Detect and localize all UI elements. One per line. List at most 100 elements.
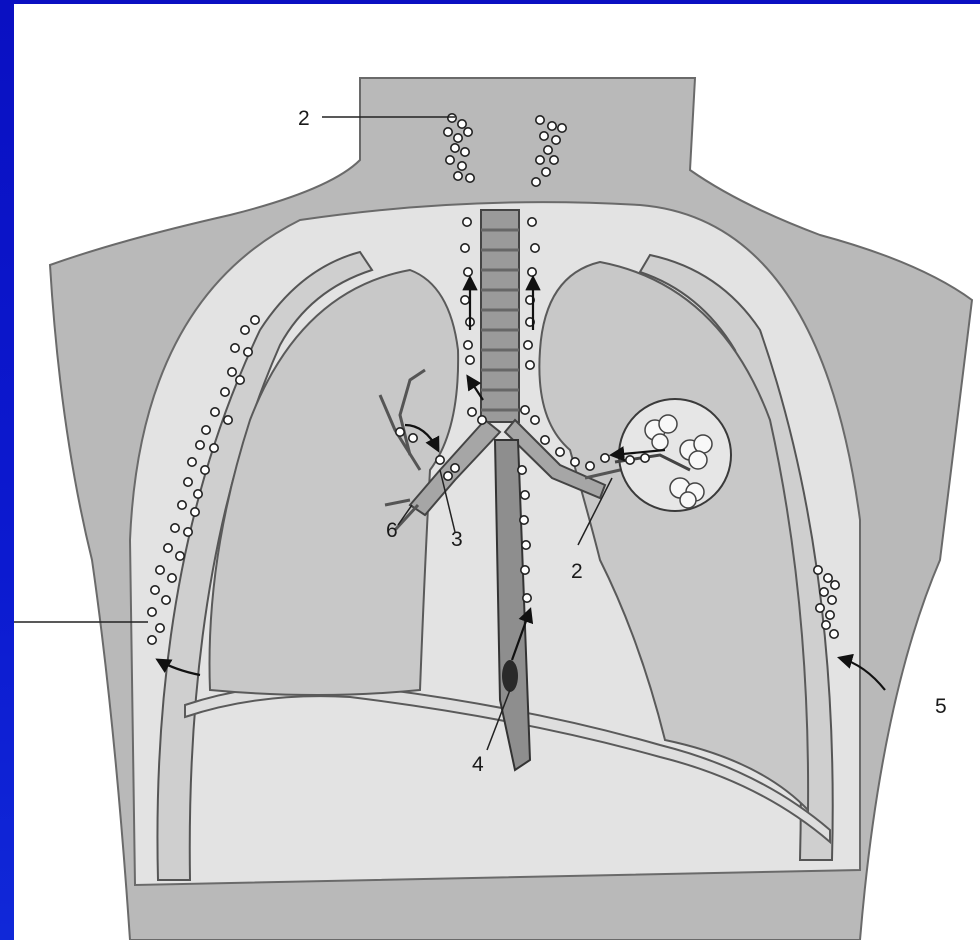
lymph-node bbox=[210, 444, 218, 452]
lymph-node bbox=[191, 508, 199, 516]
label-5: 5 bbox=[935, 695, 947, 718]
lymph-node bbox=[464, 341, 472, 349]
lymph-node bbox=[196, 441, 204, 449]
lymph-node bbox=[409, 434, 417, 442]
lymph-node bbox=[458, 120, 466, 128]
lymph-node bbox=[466, 356, 474, 364]
lymph-node bbox=[541, 436, 549, 444]
lymph-node bbox=[464, 128, 472, 136]
lymph-node bbox=[148, 636, 156, 644]
lymph-node bbox=[830, 630, 838, 638]
lymph-node bbox=[231, 344, 239, 352]
lymph-node bbox=[518, 466, 526, 474]
lymph-node bbox=[536, 156, 544, 164]
thorax-lymphatic-diagram: 2 3 6 2 4 5 bbox=[14, 4, 980, 940]
lymph-node bbox=[571, 458, 579, 466]
lymph-node bbox=[228, 368, 236, 376]
lymph-node bbox=[822, 621, 830, 629]
lymph-node bbox=[201, 466, 209, 474]
lymph-node bbox=[156, 624, 164, 632]
lymph-node bbox=[162, 596, 170, 604]
lymph-node bbox=[526, 361, 534, 369]
lymph-node bbox=[221, 388, 229, 396]
lymph-node bbox=[544, 146, 552, 154]
lymph-node bbox=[463, 218, 471, 226]
lymph-node bbox=[548, 122, 556, 130]
lymph-node bbox=[814, 566, 822, 574]
lymph-node bbox=[478, 416, 486, 424]
lymph-node bbox=[626, 456, 634, 464]
lymph-node bbox=[454, 172, 462, 180]
lymph-node bbox=[531, 416, 539, 424]
lymph-node bbox=[454, 134, 462, 142]
lymph-node bbox=[466, 174, 474, 182]
lymph-node bbox=[824, 574, 832, 582]
lymph-node bbox=[184, 528, 192, 536]
lymph-node bbox=[820, 588, 828, 596]
lymph-node bbox=[211, 408, 219, 416]
lymph-node bbox=[451, 464, 459, 472]
lymph-node bbox=[241, 326, 249, 334]
label-2-neck: 2 bbox=[298, 107, 310, 130]
lymph-node bbox=[436, 456, 444, 464]
lymph-node bbox=[461, 148, 469, 156]
lymph-node bbox=[244, 348, 252, 356]
lymph-node bbox=[552, 136, 560, 144]
lymph-node bbox=[528, 218, 536, 226]
label-4: 4 bbox=[472, 753, 484, 776]
lymph-node bbox=[531, 244, 539, 252]
lymph-node bbox=[586, 462, 594, 470]
lymph-node bbox=[550, 156, 558, 164]
lymph-node bbox=[164, 544, 172, 552]
lymph-node bbox=[176, 552, 184, 560]
lymph-node bbox=[171, 524, 179, 532]
lymph-node bbox=[444, 128, 452, 136]
lymph-node bbox=[224, 416, 232, 424]
label-3: 3 bbox=[451, 528, 463, 551]
lymph-node bbox=[464, 268, 472, 276]
lymph-node bbox=[522, 541, 530, 549]
lymph-node bbox=[532, 178, 540, 186]
lymph-node bbox=[536, 116, 544, 124]
lymph-node bbox=[461, 244, 469, 252]
lymph-node bbox=[826, 611, 834, 619]
lymph-node bbox=[444, 472, 452, 480]
figure-frame: 2 3 6 2 4 5 bbox=[14, 4, 980, 940]
lymph-node bbox=[446, 156, 454, 164]
lymph-node bbox=[188, 458, 196, 466]
lymph-node bbox=[816, 604, 824, 612]
lymph-node bbox=[528, 268, 536, 276]
lymph-node bbox=[828, 596, 836, 604]
lymph-node bbox=[396, 428, 404, 436]
lymph-node bbox=[178, 501, 186, 509]
lymph-node bbox=[458, 162, 466, 170]
lymph-node bbox=[601, 454, 609, 462]
lymph-node bbox=[156, 566, 164, 574]
lymph-node bbox=[451, 144, 459, 152]
lymph-node bbox=[148, 608, 156, 616]
label-2-hilar: 2 bbox=[571, 560, 583, 583]
lymph-node bbox=[542, 168, 550, 176]
lymph-node bbox=[194, 490, 202, 498]
lymph-node bbox=[151, 586, 159, 594]
label-6: 6 bbox=[386, 519, 398, 542]
lymph-node bbox=[448, 114, 456, 122]
lymph-node bbox=[641, 454, 649, 462]
lymph-node bbox=[524, 341, 532, 349]
lymph-node bbox=[521, 491, 529, 499]
lymph-node bbox=[523, 594, 531, 602]
lymph-node bbox=[168, 574, 176, 582]
lymph-node bbox=[558, 124, 566, 132]
lymph-node bbox=[468, 408, 476, 416]
lymph-node bbox=[202, 426, 210, 434]
lymph-node bbox=[521, 566, 529, 574]
lymph-node bbox=[184, 478, 192, 486]
lymph-node bbox=[521, 406, 529, 414]
esophageal-lesion bbox=[502, 660, 518, 692]
lymph-node bbox=[461, 296, 469, 304]
lymph-node bbox=[236, 376, 244, 384]
lymph-node bbox=[520, 516, 528, 524]
lymph-node bbox=[556, 448, 564, 456]
lymph-node bbox=[831, 581, 839, 589]
